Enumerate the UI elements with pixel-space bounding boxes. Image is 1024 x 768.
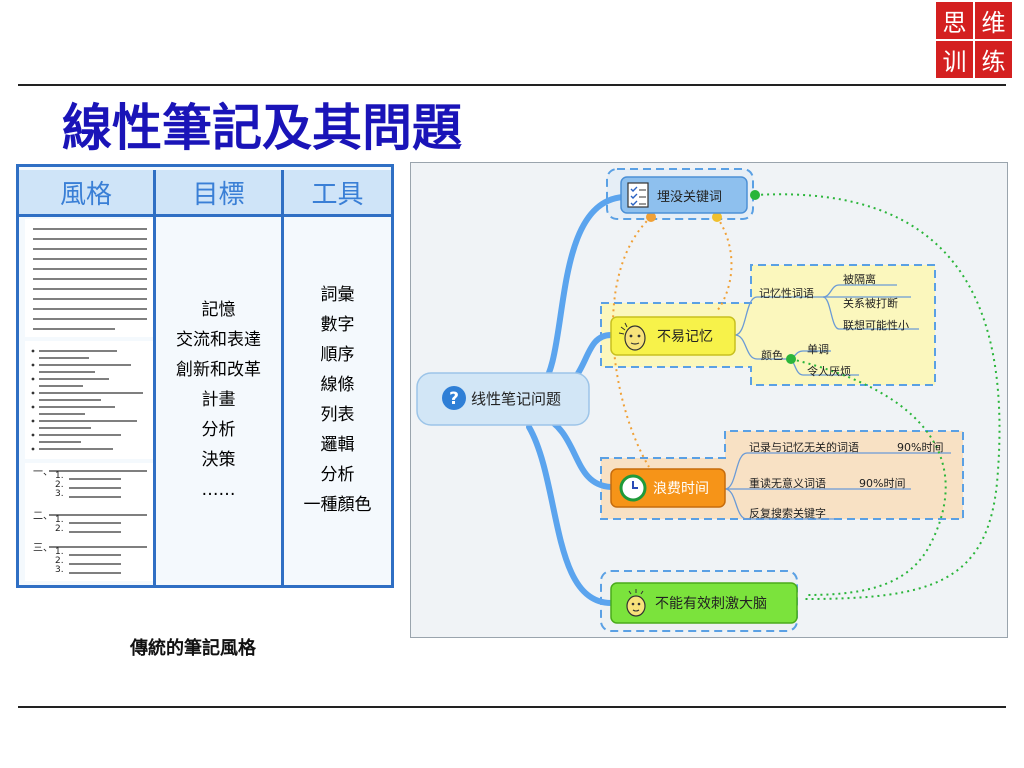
center-node: ? 线性笔记问题 [441,385,561,411]
list-number: 3. [55,489,64,499]
cross-link [611,216,652,468]
branch-label: 不能有效刺激大脑 [655,596,767,612]
sub-reread: 重读无意义词语 [749,477,826,490]
tools-list: 詞彙 數字 順序 線條 列表 邏輯 分析 一種顏色 [284,280,391,520]
sub-connector [822,296,919,330]
list-number: 1. [55,471,64,481]
top-divider [18,84,1006,86]
linear-notes-thumbnail [25,219,153,337]
list-number: 2. [55,556,64,566]
header-divider [19,214,391,217]
branch-connector [526,424,614,606]
outline-label: 三、 [33,543,53,554]
outline-label: 二、 [33,511,53,522]
bottom-divider [18,706,1006,708]
logo-char: 练 [975,41,1012,78]
logo-char: 维 [975,2,1012,39]
header-tools: 工具 [284,170,391,214]
sub-isolated: 被隔离 [843,273,876,286]
center-node-label: 线性笔记问题 [471,389,562,408]
column-divider [281,170,284,588]
sub-memory-words: 记忆性词语 [759,287,814,300]
svg-text:?: ? [449,389,459,409]
branch-waste-time: 浪费时间 [619,474,709,502]
column-divider [153,170,156,588]
goals-list: 記憶 交流和表達 創新和改革 計畫 分析 決策 …… [156,295,281,505]
bullet-list-illustration [31,349,143,451]
branch-hard-to-remember: 不易记忆 [617,321,713,351]
help-icon: ? [442,386,466,410]
idea-face-icon [626,589,646,617]
outline-notes-thumbnail: 一、 二、 三、 1. 2. 3. 1. 2. 1. 2. 3. [25,463,153,581]
list-number: 2. [55,480,64,490]
goal-item: 創新和改革 [176,360,261,380]
link-anchor [646,212,656,222]
logo-char: 训 [936,41,973,78]
thinking-face-icon [618,322,646,351]
link-anchor [750,190,760,200]
table-caption: 傳統的筆記風格 [130,638,256,659]
outline-label: 一、 [33,467,53,478]
page-title: 線性筆記及其問題 [62,99,462,157]
branch-connector [538,412,614,490]
center-node-box [416,372,590,426]
sub-record-irrelevant: 记录与记忆无关的词语 [749,441,859,454]
branch-node-box [610,582,798,624]
branch-label: 不易记忆 [657,329,713,345]
cross-link [790,358,947,596]
sub-connector [734,334,789,360]
list-number: 2. [55,524,64,534]
tool-item: 順序 [320,345,355,365]
branch-label: 浪费时间 [653,481,709,497]
branch-node-box [620,176,748,214]
header-goals: 目標 [156,170,281,214]
goal-item: …… [201,480,236,500]
sub-connector [724,488,835,520]
logo-char: 思 [936,2,973,39]
logo: 思 维 训 练 [936,2,1012,78]
mind-map-panel: ? 线性笔记问题 埋没关键词 不易记忆 记忆性词语 颜色 被隔离 关系被打断 联… [410,162,1008,638]
branch-buried-keywords: 埋没关键词 [625,181,722,209]
goal-item: 計畫 [201,390,236,410]
clock-icon [619,474,647,502]
sub-boring: 令人厌烦 [807,365,851,378]
list-number: 1. [55,547,64,557]
ruled-lines-illustration [33,228,147,330]
sub-assoc: 联想可能性小 [843,319,909,332]
goal-item: 記憶 [201,300,236,320]
tool-item: 線條 [320,375,355,395]
cross-link [754,193,1001,600]
link-anchor [786,354,796,364]
tool-item: 詞彙 [320,285,355,305]
sub-connector [734,296,823,336]
branch-label: 埋没关键词 [657,189,723,205]
list-number: 1. [55,515,64,525]
sub-mono: 单调 [807,343,829,356]
checklist-icon [627,182,649,208]
tool-item: 邏輯 [320,435,355,455]
sub-repeat-search: 反复搜索关键字 [749,507,826,520]
goal-item: 分析 [201,420,236,440]
list-number: 3. [55,565,64,575]
cross-link [716,216,733,312]
sub-color: 颜色 [761,349,783,362]
tool-item: 數字 [320,315,355,335]
note-style-table: 風格 目標 工具 [16,164,394,588]
bullet-notes-thumbnail [25,341,153,459]
tool-item: 一種顏色 [303,495,372,515]
link-anchor [712,212,722,222]
header-style: 風格 [19,170,153,214]
goal-item: 決策 [201,450,236,470]
sub-broken: 关系被打断 [843,297,898,310]
sub-record-percent: 90%时间 [897,441,944,454]
branch-not-stimulating: 不能有效刺激大脑 [621,588,767,618]
sub-connector [724,452,951,490]
tool-item: 分析 [320,465,355,485]
goal-item: 交流和表達 [176,330,261,350]
tool-item: 列表 [320,405,355,425]
sub-reread-percent: 90%时间 [859,477,906,490]
outline-lines-illustration [49,470,147,574]
